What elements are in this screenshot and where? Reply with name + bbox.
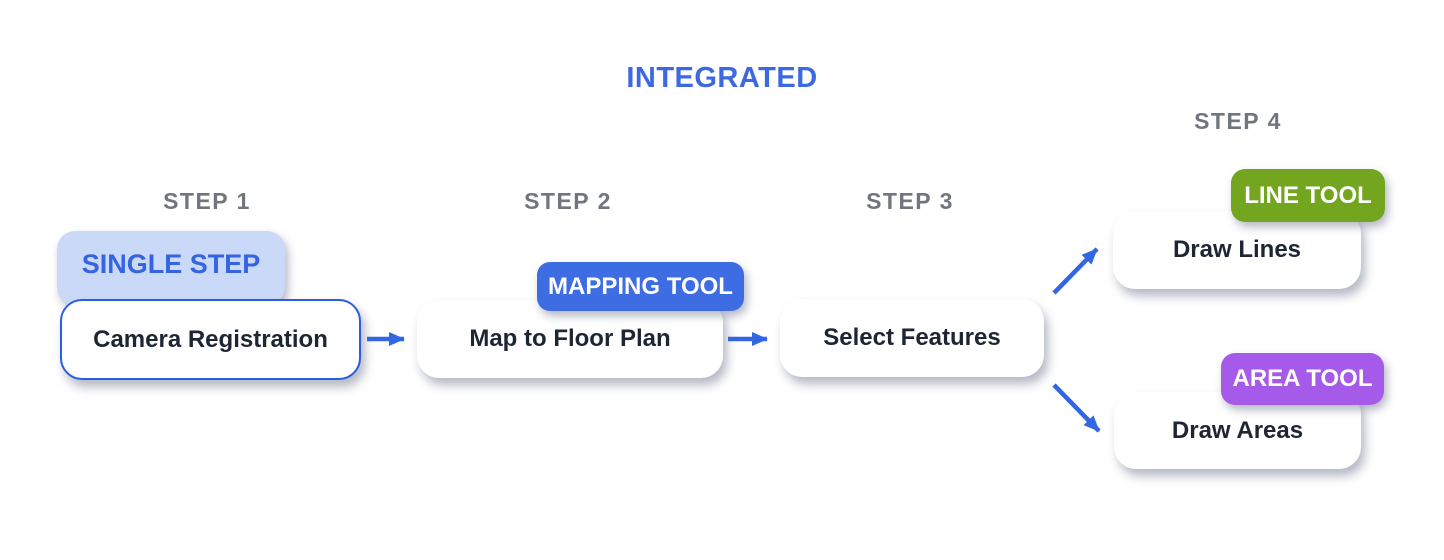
step-4-label: STEP 4 — [1194, 108, 1282, 134]
step-3-label: STEP 3 — [866, 188, 954, 214]
mapping-tool-badge: MAPPING TOOL — [537, 262, 744, 311]
node-map-to-floor-plan: Map to Floor Plan — [417, 300, 723, 378]
area-tool-badge: AREA TOOL — [1221, 353, 1384, 405]
step-2-label: STEP 2 — [524, 188, 612, 214]
diagram-title: INTEGRATED — [626, 62, 818, 94]
arrow-select-to-draw-lines — [1052, 247, 1099, 295]
node-select-features: Select Features — [780, 299, 1044, 377]
step-1-label: STEP 1 — [163, 188, 251, 214]
node-camera-registration: Camera Registration — [60, 299, 361, 380]
node-draw-lines: Draw Lines — [1113, 211, 1361, 289]
arrow-select-to-draw-areas — [1052, 383, 1101, 433]
line-tool-badge: LINE TOOL — [1231, 169, 1385, 222]
single-step-badge: SINGLE STEP — [57, 231, 285, 305]
